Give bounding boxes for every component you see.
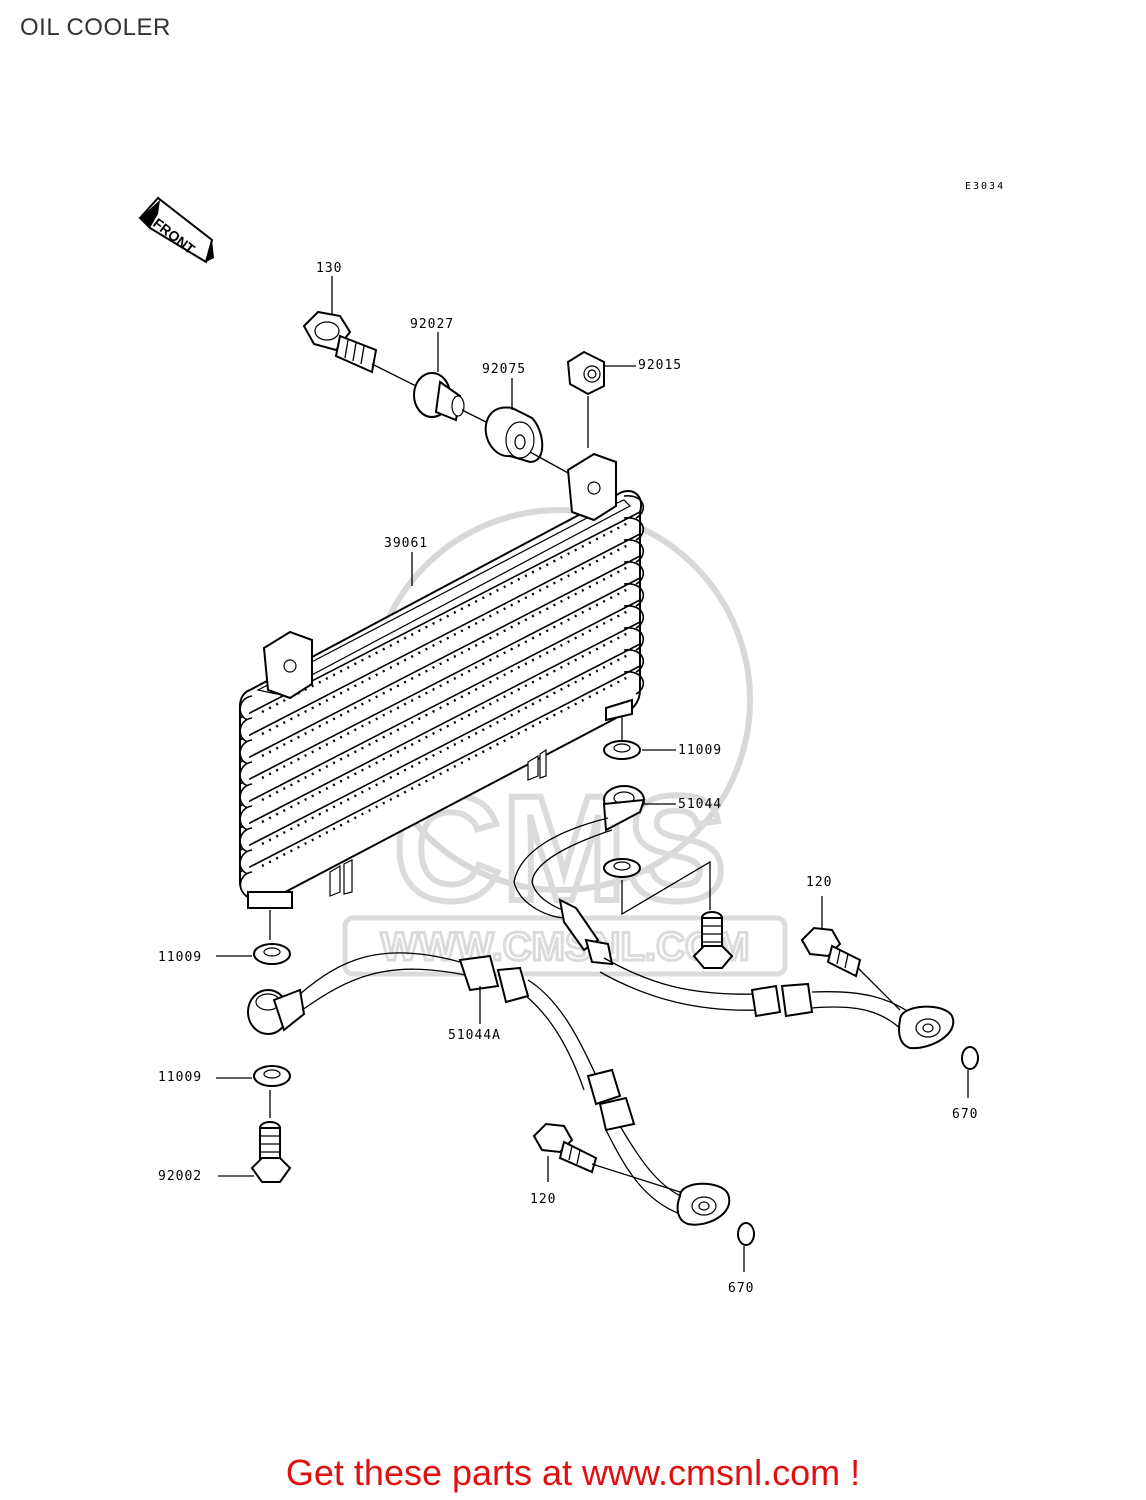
page-title: OIL COOLER bbox=[20, 14, 171, 41]
part-label-120-lower[interactable]: 120 bbox=[530, 1192, 556, 1207]
watermark-url: WWW.CMSNL.COM bbox=[381, 925, 750, 969]
banjo-bolt-92002[interactable] bbox=[250, 1121, 292, 1183]
part-label-11009-lower[interactable]: 11009 bbox=[158, 1070, 202, 1085]
diagram-ref-code: E3034 bbox=[965, 181, 1005, 192]
part-label-130[interactable]: 130 bbox=[316, 261, 342, 276]
front-arrow-icon: FRONT bbox=[138, 196, 214, 264]
washer-11009-lower[interactable] bbox=[253, 1065, 291, 1087]
hose-51044A[interactable] bbox=[247, 952, 731, 1226]
clip-nut-92015[interactable] bbox=[566, 350, 605, 396]
part-label-11009-upper[interactable]: 11009 bbox=[678, 743, 722, 758]
oil-cooler-39061[interactable] bbox=[239, 452, 645, 909]
part-label-670-lower[interactable]: 670 bbox=[728, 1281, 754, 1296]
hose-51044[interactable] bbox=[513, 785, 955, 1050]
banjo-bolt-right[interactable] bbox=[692, 911, 734, 969]
part-label-120-upper[interactable]: 120 bbox=[806, 875, 832, 890]
washer-11009-upper[interactable] bbox=[603, 740, 641, 760]
part-label-51044[interactable]: 51044 bbox=[678, 797, 722, 812]
bolt-130[interactable] bbox=[302, 310, 378, 374]
promo-banner: Get these parts at www.cmsnl.com ! bbox=[0, 1452, 1146, 1494]
part-label-92027[interactable]: 92027 bbox=[410, 317, 454, 332]
promo-link[interactable]: Get these parts at www.cmsnl.com ! bbox=[285, 1452, 861, 1493]
part-label-92015[interactable]: 92015 bbox=[638, 358, 682, 373]
washer-11009-mid[interactable] bbox=[603, 858, 641, 878]
bolt-120-lower[interactable] bbox=[532, 1122, 598, 1174]
grommet-92075[interactable] bbox=[484, 406, 544, 464]
o-ring-670-lower[interactable] bbox=[737, 1222, 755, 1246]
part-label-92002[interactable]: 92002 bbox=[158, 1169, 202, 1184]
part-label-51044A[interactable]: 51044A bbox=[448, 1028, 501, 1043]
part-label-92075[interactable]: 92075 bbox=[482, 362, 526, 377]
washer-11009-left[interactable] bbox=[253, 943, 291, 965]
part-label-39061[interactable]: 39061 bbox=[384, 536, 428, 551]
collar-92027[interactable] bbox=[413, 372, 465, 422]
part-label-11009-left[interactable]: 11009 bbox=[158, 950, 202, 965]
o-ring-670-upper[interactable] bbox=[961, 1046, 979, 1070]
part-label-670-upper[interactable]: 670 bbox=[952, 1107, 978, 1122]
bolt-120-upper[interactable] bbox=[800, 926, 862, 978]
